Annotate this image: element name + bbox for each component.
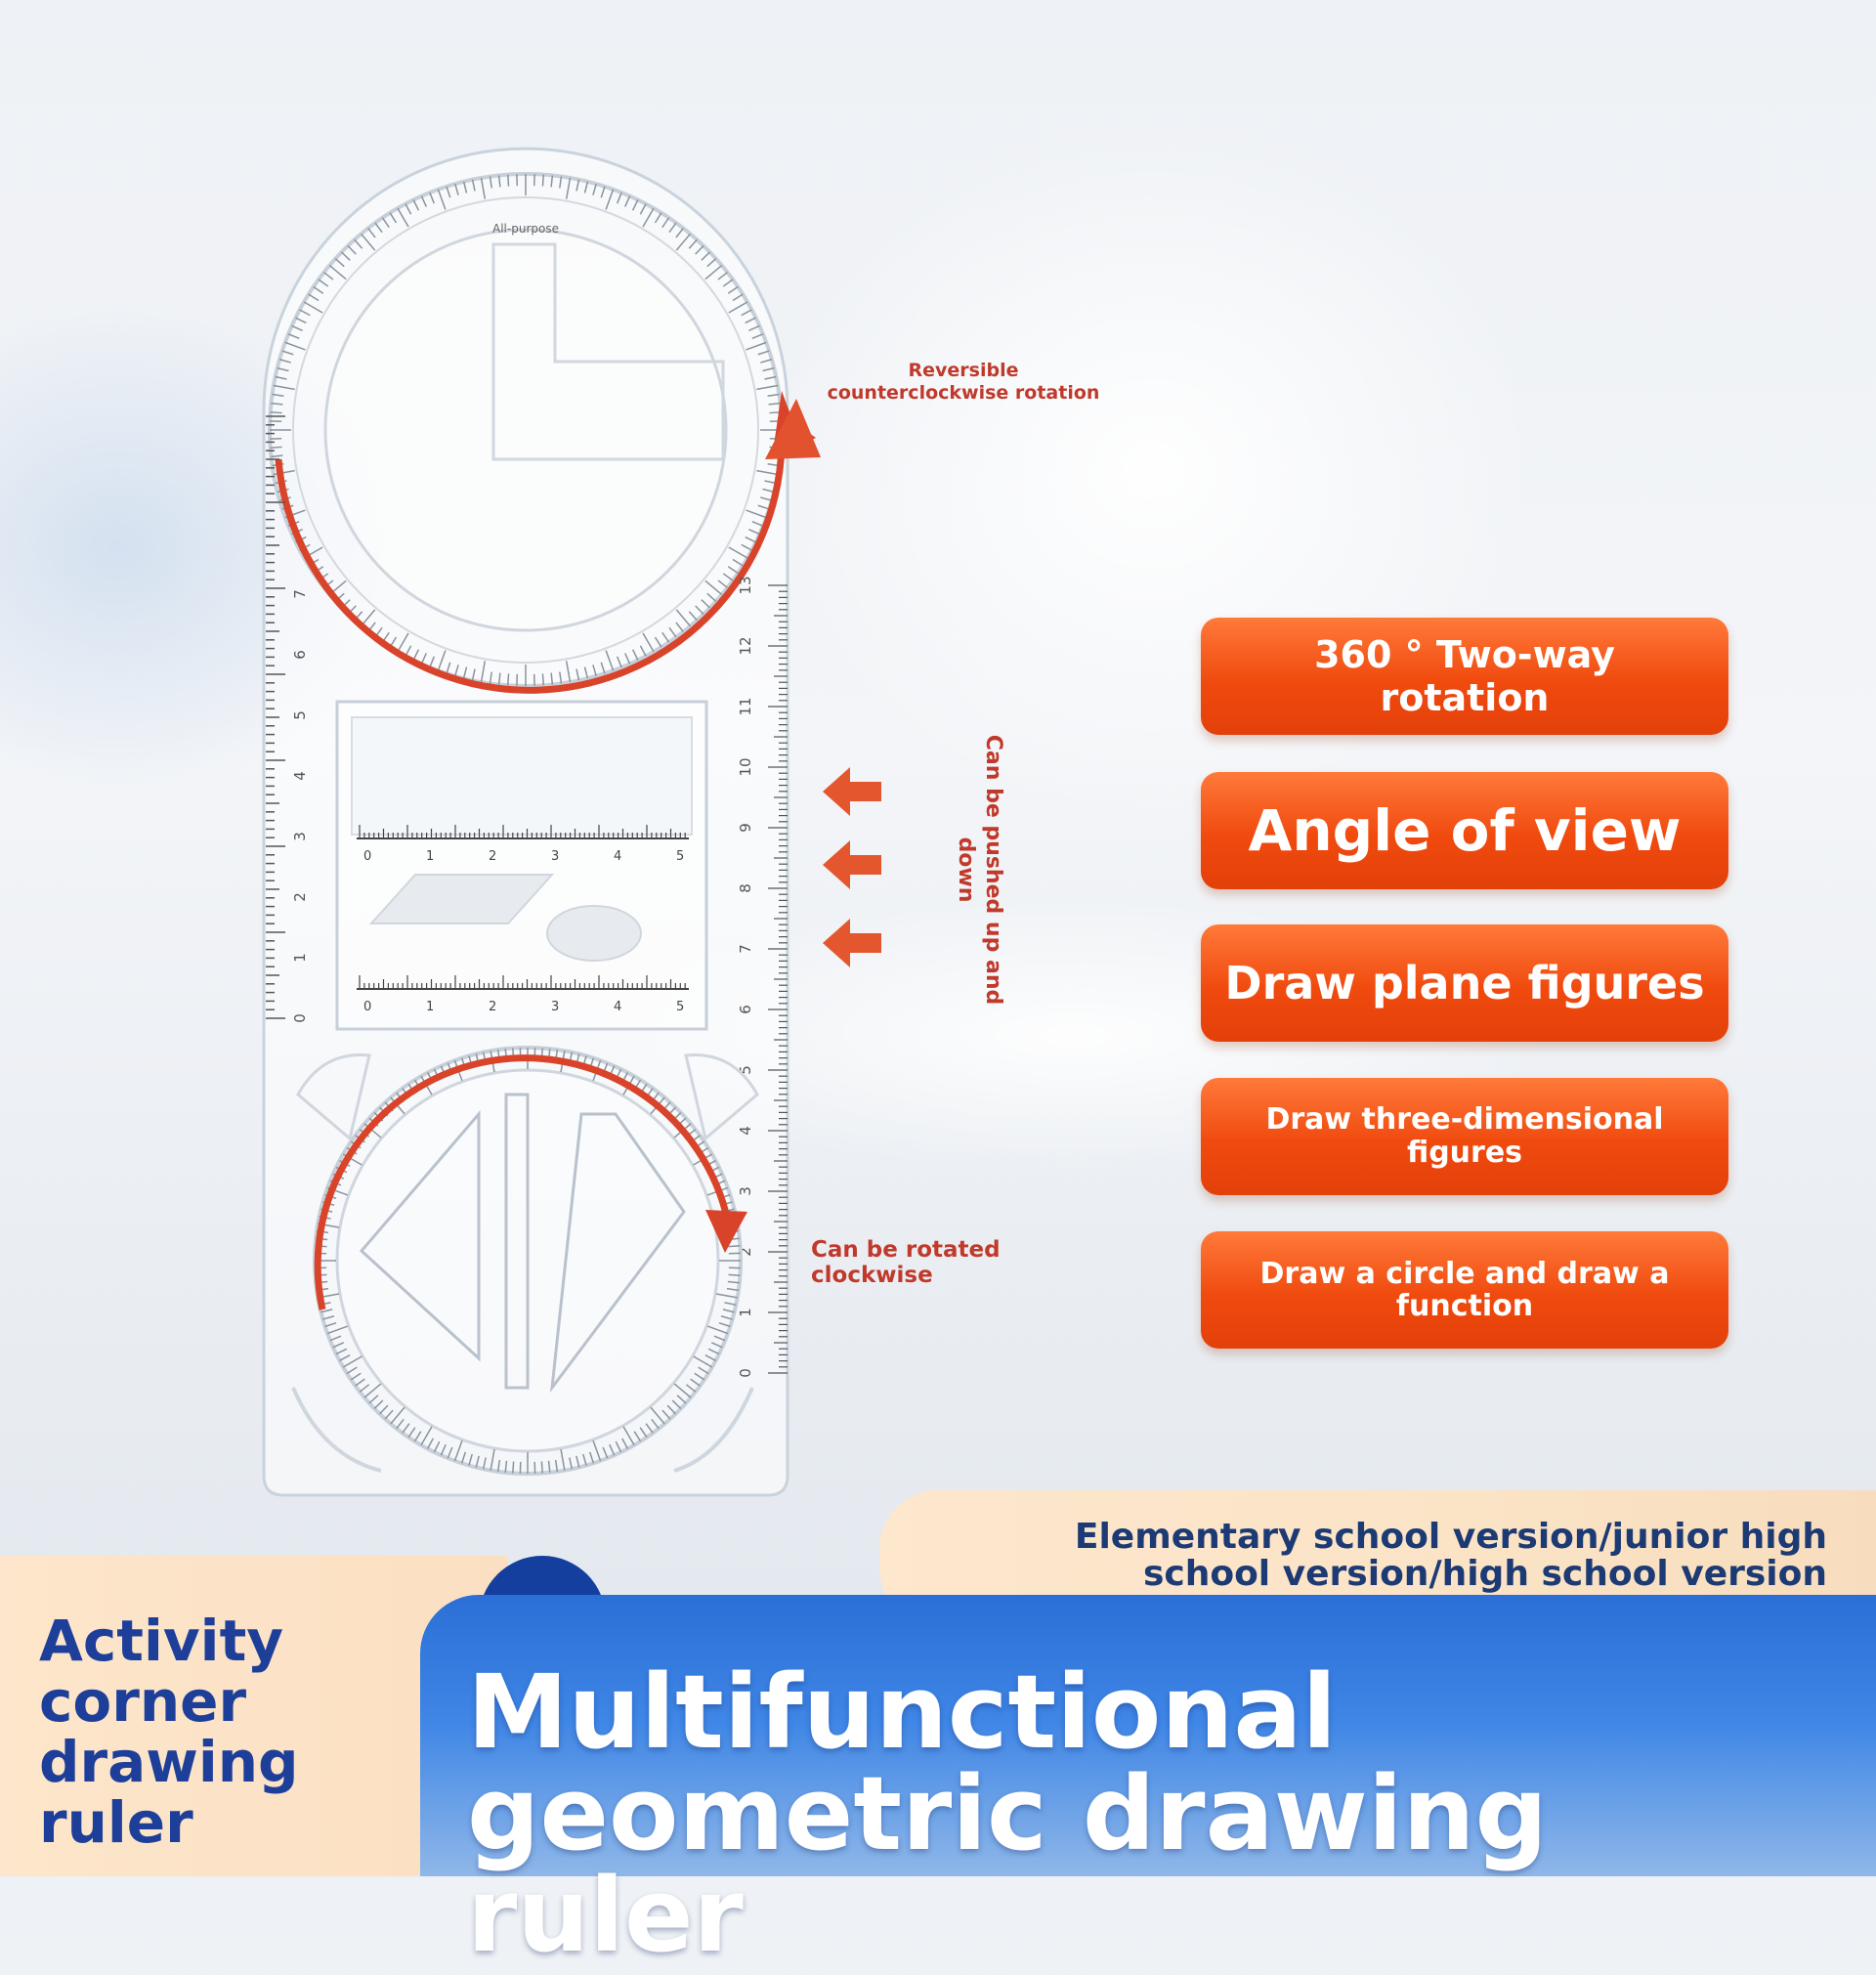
scale-number: 11 (737, 697, 754, 715)
scale-number: 7 (737, 944, 754, 954)
scale-number: 0 (291, 1013, 309, 1023)
callout-clockwise-rotation: Can be rotated clockwise (811, 1237, 1114, 1288)
callout-reversible-rotation: Reversible counterclockwise rotation (817, 360, 1110, 405)
scale-number: 2 (489, 849, 496, 864)
scale-number: 2 (489, 1000, 496, 1014)
scale-number: 3 (551, 849, 559, 864)
tick (728, 1246, 740, 1247)
scale-number: 4 (737, 1126, 754, 1136)
tick (541, 1461, 542, 1473)
feature-3d-figures: Draw three-dimensional figures (1201, 1078, 1728, 1195)
feature-plane-figures: Draw plane figures (1201, 924, 1728, 1042)
tick (542, 175, 543, 187)
tick (508, 673, 509, 685)
push-arrows (823, 767, 881, 967)
scale-number: 3 (737, 1186, 754, 1196)
scale-number: 8 (737, 883, 754, 893)
scale-number: 4 (614, 849, 621, 864)
scale-number: 2 (291, 892, 309, 902)
tick (271, 412, 282, 413)
scale-number: 4 (614, 1000, 621, 1014)
scale-number: 6 (291, 650, 309, 660)
tick (728, 1274, 740, 1275)
scale-number: 5 (676, 1000, 684, 1014)
tick (542, 673, 543, 685)
feature-angle-of-view: Angle of view (1201, 772, 1728, 889)
scale-number: 13 (737, 576, 754, 594)
tick (508, 175, 509, 187)
main-title: Multifunctional geometric drawing ruler (467, 1661, 1855, 1966)
tick (513, 1461, 514, 1473)
scale-number: 4 (291, 771, 309, 781)
scale-number: 0 (363, 1000, 371, 1014)
tick (271, 447, 282, 448)
scale-number: 12 (737, 636, 754, 655)
scale-number: 0 (363, 849, 371, 864)
feature-two-way-rotation: 360 ° Two-way rotation (1201, 618, 1728, 735)
protractor-brand: All-purpose (492, 222, 559, 236)
scale-number: 10 (737, 757, 754, 776)
left-title: Activity corner drawing ruler (39, 1610, 430, 1853)
scale-number: 5 (676, 849, 684, 864)
scale-number: 1 (426, 849, 434, 864)
scale-number: 7 (291, 589, 309, 599)
scale-number: 6 (737, 1005, 754, 1014)
scale-number: 0 (737, 1368, 754, 1378)
feature-circle-function: Draw a circle and draw a function (1201, 1231, 1728, 1349)
scale-number: 1 (426, 1000, 434, 1014)
callout-push-up-down: Can be pushed up and down (952, 723, 1006, 1016)
scale-number: 3 (291, 832, 309, 841)
scale-number: 1 (737, 1308, 754, 1317)
scale-number: 1 (291, 953, 309, 963)
scale-number: 9 (737, 823, 754, 833)
scale-number: 5 (291, 710, 309, 720)
versions-text: Elementary school version/junior high sc… (977, 1519, 1827, 1593)
scale-number: 3 (551, 1000, 559, 1014)
